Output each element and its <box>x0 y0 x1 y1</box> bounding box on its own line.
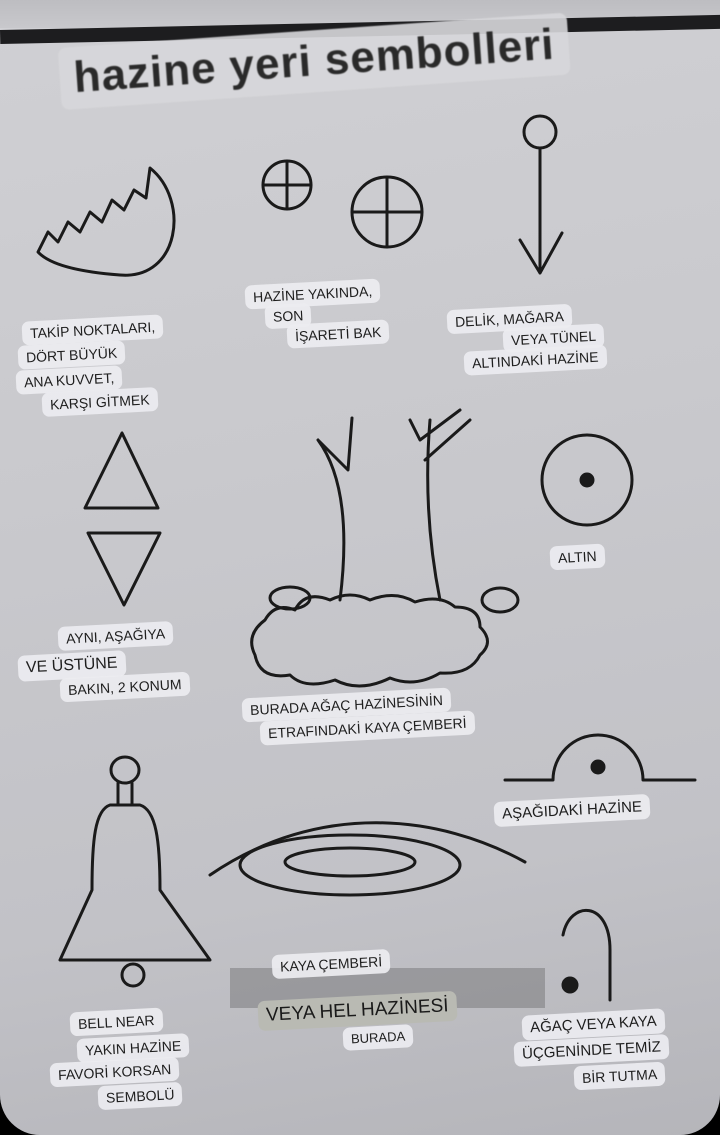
label: SEMBOLÜ <box>97 1081 184 1111</box>
gold-circle-icon <box>540 433 634 527</box>
rock-ring-icon <box>208 821 527 897</box>
hook-dot-icon <box>561 909 612 1002</box>
cross-circle-icon <box>261 159 313 211</box>
label: ALTIN <box>549 543 606 571</box>
pin-arrow-icon <box>518 114 564 275</box>
label: BURADA <box>342 1024 414 1051</box>
label: BİR TUTMA <box>573 1061 666 1091</box>
triangles-icon <box>83 431 162 607</box>
cross-circle-icon <box>350 175 424 249</box>
tree-rocks-icon <box>250 408 520 688</box>
bell-icon <box>58 755 212 988</box>
comb-symbol-icon <box>36 166 176 277</box>
label: BELL NEAR <box>69 1007 164 1037</box>
mound-dot-icon <box>503 733 697 782</box>
